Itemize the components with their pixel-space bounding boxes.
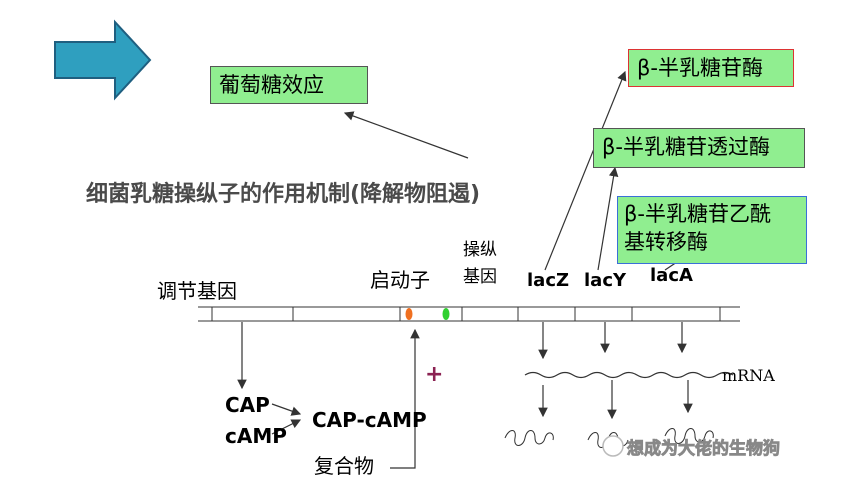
arrow-cap-to-complex (271, 403, 302, 416)
cap-camp-label: CAP-cAMP (312, 408, 427, 432)
dna-strip (198, 306, 740, 322)
watermark-text: 想成为大佬的生物狗 (627, 439, 781, 460)
operator-dot (442, 308, 450, 320)
operator-label-line-1: 操纵 (463, 240, 497, 260)
arrow-camp-to-complex (271, 419, 302, 435)
promoter-dot (405, 308, 413, 320)
transacetylase-box: β-半乳糖苷乙酰 基转移酶 (617, 196, 807, 264)
regulator-gene-label: 调节基因 (157, 279, 237, 303)
protein-coil-3 (664, 428, 714, 444)
transacetylase-line-2: 基转移酶 (624, 230, 708, 254)
beta-galactosidase-box: β-半乳糖苷酶 (628, 49, 794, 87)
laca-label: lacA (650, 265, 693, 286)
mrna-label: mRNA (722, 366, 775, 385)
permease-box: β-半乳糖苷透过酶 (593, 128, 805, 168)
mrna-strand (524, 371, 734, 379)
lacz-label: lacZ (527, 270, 570, 291)
decorative-arrow-icon (54, 19, 152, 101)
arrow-lacy-to-enzyme (597, 166, 619, 271)
protein-coil-1 (504, 430, 554, 446)
operator-label: 操纵 基因 (463, 237, 497, 291)
camp-label: cAMP (225, 424, 287, 448)
complex-label: 复合物 (314, 454, 374, 478)
lacy-label: lacY (584, 270, 627, 291)
cap-label: CAP (225, 393, 270, 417)
arrow-to-effect (343, 111, 469, 159)
watermark-icon (602, 435, 624, 457)
glucose-effect-box: 葡萄糖效应 (210, 66, 368, 104)
arrow-complex-to-promoter (390, 328, 420, 469)
arrow-lacz-to-enzyme (544, 70, 627, 271)
plus-sign: + (425, 362, 444, 387)
operator-label-line-2: 基因 (463, 267, 497, 287)
diagram-title: 细菌乳糖操纵子的作用机制(降解物阻遏) (86, 182, 481, 207)
transacetylase-line-1: β-半乳糖苷乙酰 (624, 202, 771, 226)
promoter-label: 启动子 (370, 268, 430, 292)
